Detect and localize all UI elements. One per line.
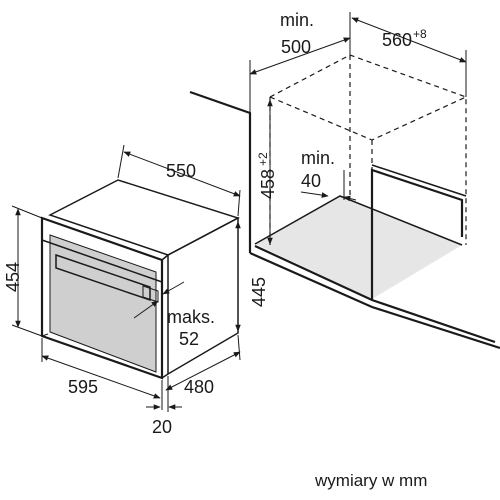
dim-line-min40-b <box>343 195 357 202</box>
label-cab-depth: 560 <box>382 30 412 50</box>
label-oven-width: 595 <box>68 377 98 397</box>
cabinet-dimensions <box>249 12 467 245</box>
oven <box>40 179 240 380</box>
dim-line-handle-a <box>133 300 159 319</box>
label-handle-value: 52 <box>179 329 199 349</box>
oven-trim <box>41 333 49 337</box>
ext-line <box>117 144 125 179</box>
label-oven-depth-top: 550 <box>166 161 196 181</box>
label-back-gap-value: 40 <box>301 171 321 191</box>
oven-dimensions <box>11 144 241 412</box>
oven-trim <box>161 254 169 261</box>
ext-line <box>11 324 43 337</box>
dim-line-min500 <box>249 37 351 75</box>
dim-line-min40-a <box>300 191 329 198</box>
label-cab-height-tol: +2 <box>256 152 270 166</box>
label-handle-max: maks. <box>167 307 215 327</box>
niche-dashed-front <box>269 96 467 141</box>
label-oven-height-body: 445 <box>249 277 269 307</box>
units-note: wymiary w mm <box>314 471 427 490</box>
niche-bottom-edge <box>249 251 500 350</box>
label-back-gap-min: min. <box>301 148 335 168</box>
dimension-labels: min. 500 560 +8 458 +2 min. 40 550 454 4… <box>3 10 427 490</box>
label-cab-depth-tol: +8 <box>413 27 427 41</box>
niche-floor-edges <box>254 195 463 246</box>
oven-side-face <box>167 216 239 376</box>
label-front-panel: 20 <box>152 417 172 437</box>
niche-left-wall <box>189 90 252 253</box>
ext-line <box>237 334 241 361</box>
oven-door-top-line <box>41 239 163 283</box>
niche-floor <box>255 196 462 299</box>
oven-handle <box>55 253 151 302</box>
dim-line-550 <box>123 151 241 197</box>
niche-right-panel-top <box>371 164 467 197</box>
label-cab-width-value: 500 <box>281 37 311 57</box>
dim-line-560 <box>351 17 467 63</box>
label-cab-height: 458 <box>258 169 278 199</box>
label-cab-width-min: min. <box>280 10 314 30</box>
cabinet-niche <box>189 54 500 350</box>
niche-dashed-top <box>269 54 467 245</box>
label-oven-depth-bottom: 480 <box>184 377 214 397</box>
label-oven-height-front: 454 <box>3 262 23 292</box>
ext-line <box>237 189 241 217</box>
oven-top-face <box>48 179 240 256</box>
oven-door-panel <box>49 234 157 373</box>
ext-line <box>11 205 43 219</box>
dim-line-595 <box>41 355 161 399</box>
dim-line-480 <box>165 351 241 391</box>
dim-line-handle-b <box>162 281 185 295</box>
